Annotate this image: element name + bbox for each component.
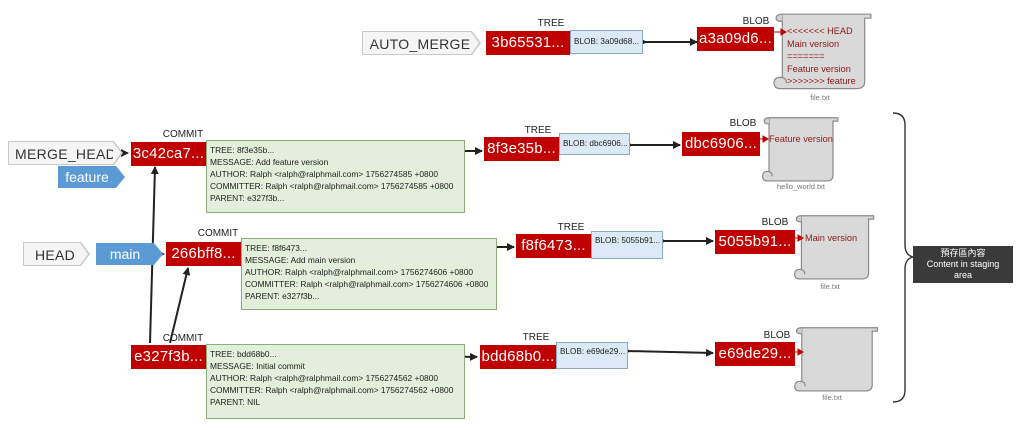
blob-label-e69d: BLOB — [763, 330, 791, 341]
file-name-dbc6: hello_world.txt — [777, 182, 825, 191]
blob-line: Feature version — [787, 63, 851, 74]
tree-id-f8f6: f8f6473... — [516, 234, 591, 258]
tree-label-bdd6: TREE — [522, 332, 550, 343]
commit-line-committer: COMMITTER: Ralph <ralph@ralphmail.com> 1… — [245, 279, 489, 289]
commit-label-3c42: COMMIT — [162, 129, 204, 140]
commit-line-message: MESSAGE: Initial commit — [210, 361, 305, 371]
blob-id-e69d: e69de29... — [715, 342, 795, 366]
blob-scroll-commit-3c42 — [762, 117, 839, 182]
tree-entry-f8f6: BLOB: 5055b91... — [591, 231, 663, 259]
ref-merge-head: MERGE_HEAD — [8, 141, 123, 165]
blob-content-5055: Main version — [805, 233, 858, 243]
blob-label-dbc6: BLOB — [729, 118, 757, 129]
tree-entry-auto-merge: BLOB: 3a09d68... — [570, 30, 643, 54]
arrow-parent-266b-to-e327 — [169, 267, 191, 344]
commit-id-3c42: 3c42ca7... — [131, 142, 206, 166]
commit-label-266b: COMMIT — [197, 228, 239, 239]
commit-box-e327: TREE: bdd68b0... MESSAGE: Initial commit… — [206, 344, 465, 419]
commit-line-parent: PARENT: NIL — [210, 397, 261, 407]
tree-entry-8f3e: BLOB: dbc6906... — [559, 133, 630, 155]
blob-label-5055: BLOB — [761, 217, 789, 228]
ref-merge-head-label: MERGE_HEAD — [15, 146, 117, 162]
blob-scroll-commit-266b — [794, 215, 875, 280]
staging-note-zh: 預存區內容 — [940, 248, 986, 258]
staging-area-note: 預存區內容 Content in staging area — [913, 246, 1013, 283]
commit-label-e327: COMMIT — [162, 333, 204, 344]
commit-line-tree: TREE: bdd68b0... — [210, 349, 277, 359]
commit-line-committer: COMMITTER: Ralph <ralph@ralphmail.com> 1… — [210, 385, 454, 395]
commit-line-tree: TREE: 8f3e35b... — [210, 145, 275, 155]
tree-label-8f3e: TREE — [524, 125, 552, 136]
file-name-auto-merge: file.txt — [810, 93, 830, 102]
commit-line-message: MESSAGE: Add main version — [245, 255, 356, 265]
commit-id-e327: e327f3b... — [131, 345, 206, 369]
branch-main-label: main — [109, 246, 141, 262]
tree-id-auto-merge: 3b65531... — [486, 31, 570, 55]
staging-brace — [892, 112, 914, 403]
blob-id-5055: 5055b91... — [715, 230, 795, 254]
blob-scroll-commit-e327 — [794, 327, 879, 392]
arrow-tree-bdd6-blob — [626, 348, 714, 357]
file-name-5055: file.txt — [820, 282, 840, 291]
blob-id-dbc6: dbc6906... — [682, 132, 760, 156]
blob-content-dbc6: Feature version — [769, 134, 833, 144]
commit-line-author: AUTHOR: Ralph <ralph@ralphmail.com> 1756… — [210, 169, 439, 179]
commit-line-tree: TREE: f8f6473... — [245, 243, 307, 253]
blob-line: Main version — [787, 38, 840, 49]
blob-content-auto-merge: <<<<<<< HEAD Main version ======= Featur… — [787, 25, 856, 88]
tree-label-auto-merge: TREE — [537, 18, 565, 29]
file-name-e69d: file.txt — [822, 393, 842, 402]
ref-head-label: HEAD — [34, 247, 76, 263]
blob-line: ======= — [787, 51, 825, 61]
commit-box-266b: TREE: f8f6473... MESSAGE: Add main versi… — [241, 238, 497, 310]
commit-line-message: MESSAGE: Add feature version — [210, 157, 329, 167]
blob-line: >>>>>>> feature — [787, 76, 856, 86]
ref-auto-merge-label: AUTO_MERGE — [369, 36, 471, 52]
blob-label-auto-merge: BLOB — [742, 16, 770, 27]
ref-auto-merge: AUTO_MERGE — [362, 31, 481, 55]
blob-id-auto-merge: a3a09d6... — [697, 27, 774, 51]
tree-entry-bdd6: BLOB: e69de29... — [556, 342, 628, 369]
blob-line: <<<<<<< HEAD — [787, 26, 853, 36]
commit-line-author: AUTHOR: Ralph <ralph@ralphmail.com> 1756… — [210, 373, 439, 383]
branch-feature: feature — [58, 166, 125, 188]
tree-id-bdd6: bdd68b0... — [480, 345, 556, 369]
commit-id-266b: 266bff8... — [166, 242, 241, 266]
staging-note-en: Content in staging area — [926, 259, 1000, 280]
tree-label-f8f6: TREE — [557, 222, 585, 233]
ref-head: HEAD — [23, 242, 90, 266]
commit-line-committer: COMMITTER: Ralph <ralph@ralphmail.com> 1… — [210, 181, 454, 191]
commit-box-3c42: TREE: 8f3e35b... MESSAGE: Add feature ve… — [206, 140, 465, 213]
commit-line-parent: PARENT: e327f3b... — [210, 193, 285, 203]
tree-id-8f3e: 8f3e35b... — [484, 137, 559, 161]
commit-line-parent: PARENT: e327f3b... — [245, 291, 320, 301]
commit-line-author: AUTHOR: Ralph <ralph@ralphmail.com> 1756… — [245, 267, 474, 277]
branch-main: main — [96, 243, 163, 265]
branch-feature-label: feature — [65, 169, 109, 185]
